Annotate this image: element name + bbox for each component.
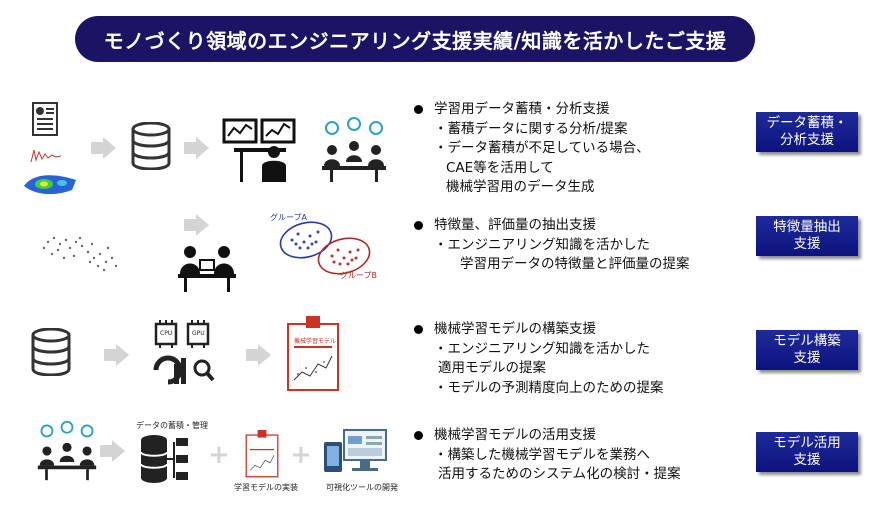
button-label-line: 支援 (793, 236, 821, 252)
bullet-sub: ・エンジニアリング知識を活かした (434, 236, 650, 253)
button-label-line: 支援 (793, 452, 821, 468)
button-label-line: モデル活用 (773, 435, 841, 451)
bullet-sub: ・データ蓄積が不足している場合、 (434, 140, 650, 156)
bullet-sub: ・モデルの予測精度向上のための提案 (434, 379, 664, 396)
bullet-list-row1: 学習用データ蓄積・分析支援 ・蓄積データに関する分析/提案 ・データ蓄積が不足し… (412, 100, 650, 198)
waveform-plot-icon (30, 149, 62, 163)
plus-icon: + (290, 440, 312, 470)
button-label-line: 支援 (793, 350, 821, 366)
document-icon (32, 102, 58, 136)
cpu-label: CPU (160, 330, 173, 337)
group-b-label: グループB (340, 271, 378, 280)
database-folders-icon (140, 435, 188, 483)
ml-model-document-icon (245, 430, 279, 478)
flow-arrow-icon (100, 440, 125, 462)
bullet-sub: 学習用データの特徴量と評価量の提案 (460, 256, 690, 272)
caption-data-management: データの蓄積・管理 (136, 421, 208, 430)
caption-visualization-tool: 可視化ツールの開発 (326, 483, 398, 492)
cluster-scatter-icon (279, 221, 371, 275)
cae-mesh-icon (24, 175, 76, 195)
data-accumulation-support-button[interactable]: データ蓄積・ 分析支援 (756, 112, 858, 152)
collaboration-desk-icon (178, 246, 236, 292)
button-label-line: モデル構築 (773, 333, 841, 349)
feature-extraction-support-button[interactable]: 特徴量抽出 支援 (756, 216, 858, 256)
team-ideas-icon (37, 420, 97, 481)
bullet-sub: 機械学習用のデータ生成 (446, 179, 595, 195)
team-ideas-icon (322, 117, 386, 182)
caption-model-implementation: 学習モデルの実装 (234, 483, 298, 492)
model-building-support-button[interactable]: モデル構築 支援 (756, 330, 858, 370)
flow-arrow-icon (104, 344, 129, 366)
page-title: モノづくり領域のエンジニアリング支援実績/知識を活かしたご支援 (75, 16, 755, 62)
database-icon (31, 328, 71, 376)
button-label-line: データ蓄積・ (766, 115, 848, 131)
flow-arrow-icon (184, 214, 209, 236)
visualization-tool-icon (324, 429, 387, 472)
group-a-label: グループA (270, 213, 307, 222)
ml-model-doc-title: 機械学習モデル (294, 338, 337, 345)
bullet-sub: 適用モデルの提案 (438, 360, 546, 376)
flow-arrow-icon (91, 137, 116, 159)
bullet-heading: 学習用データ蓄積・分析支援 (412, 100, 650, 120)
ml-model-document-icon (287, 316, 339, 391)
bullet-list-row4: 機械学習モデルの活用支援 ・構築した機械学習モデルを業務へ 活用するためのシステ… (412, 426, 681, 485)
bullet-sub: ・エンジニアリング知識を活かした (434, 340, 650, 357)
gpu-label: GPU (192, 330, 205, 337)
bullet-heading: 機械学習モデルの構築支援 (412, 320, 664, 340)
bullet-sub: 活用するためのシステム化の検討・提案 (438, 466, 681, 482)
bullet-sub: ・構築した機械学習モデルを業務へ (434, 446, 650, 463)
bullet-sub: CAE等を活用して (446, 159, 554, 176)
analyst-monitors-icon (222, 118, 296, 182)
bullet-heading: 特徴量、評価量の抽出支援 (412, 216, 690, 236)
bullet-list-row2: 特徴量、評価量の抽出支援 ・エンジニアリング知識を活かした 学習用データの特徴量… (412, 216, 690, 275)
raw-scatter-icon (42, 236, 118, 272)
database-icon (131, 122, 171, 170)
button-label-line: 特徴量抽出 (773, 219, 841, 235)
plus-icon: + (208, 440, 230, 470)
button-label-line: 分析支援 (780, 132, 834, 148)
bullet-heading: 機械学習モデルの活用支援 (412, 426, 681, 446)
flow-arrow-icon (184, 137, 209, 159)
compute-chips-icon (153, 320, 215, 385)
bullet-list-row3: 機械学習モデルの構築支援 ・エンジニアリング知識を活かした 適用モデルの提案 ・… (412, 320, 664, 398)
bullet-sub: ・蓄積データに関する分析/提案 (434, 120, 628, 137)
flow-arrow-icon (246, 344, 271, 366)
model-utilization-support-button[interactable]: モデル活用 支援 (756, 432, 858, 472)
